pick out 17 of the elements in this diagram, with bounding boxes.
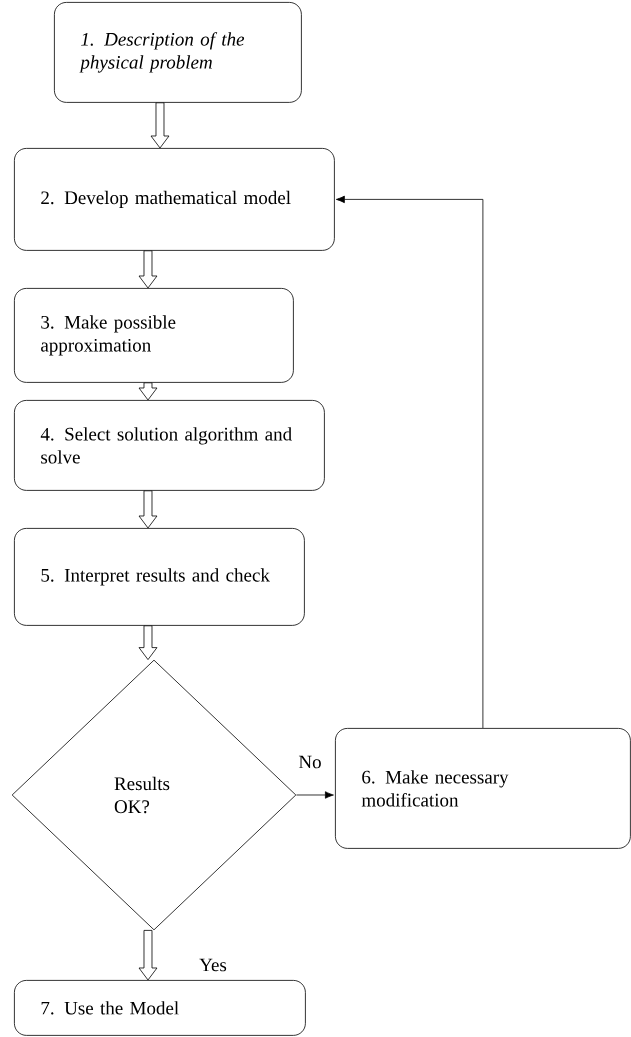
process-box: 4. Select solution algorithm and solve xyxy=(14,400,325,491)
process-box: 7. Use the Model xyxy=(14,980,306,1036)
arrow xyxy=(296,791,334,799)
process-box: 5. Interpret results and check xyxy=(14,528,305,626)
process-box: 6. Make necessary modification xyxy=(335,728,631,849)
hollow-arrow xyxy=(150,102,170,149)
hollow-arrow xyxy=(138,250,158,289)
hollow-arrow xyxy=(138,382,158,401)
hollow-arrow xyxy=(138,490,158,529)
arrow xyxy=(335,195,484,729)
process-box: 1. Description of the physical problem xyxy=(54,2,302,103)
hollow-arrow xyxy=(138,625,158,660)
process-box: 3. Make possible approximation xyxy=(14,288,294,383)
edge-label: Yes xyxy=(197,956,229,974)
edge-label: No xyxy=(296,753,324,771)
process-box: 2. Develop mathematical model xyxy=(14,148,335,251)
hollow-arrow xyxy=(138,930,158,981)
